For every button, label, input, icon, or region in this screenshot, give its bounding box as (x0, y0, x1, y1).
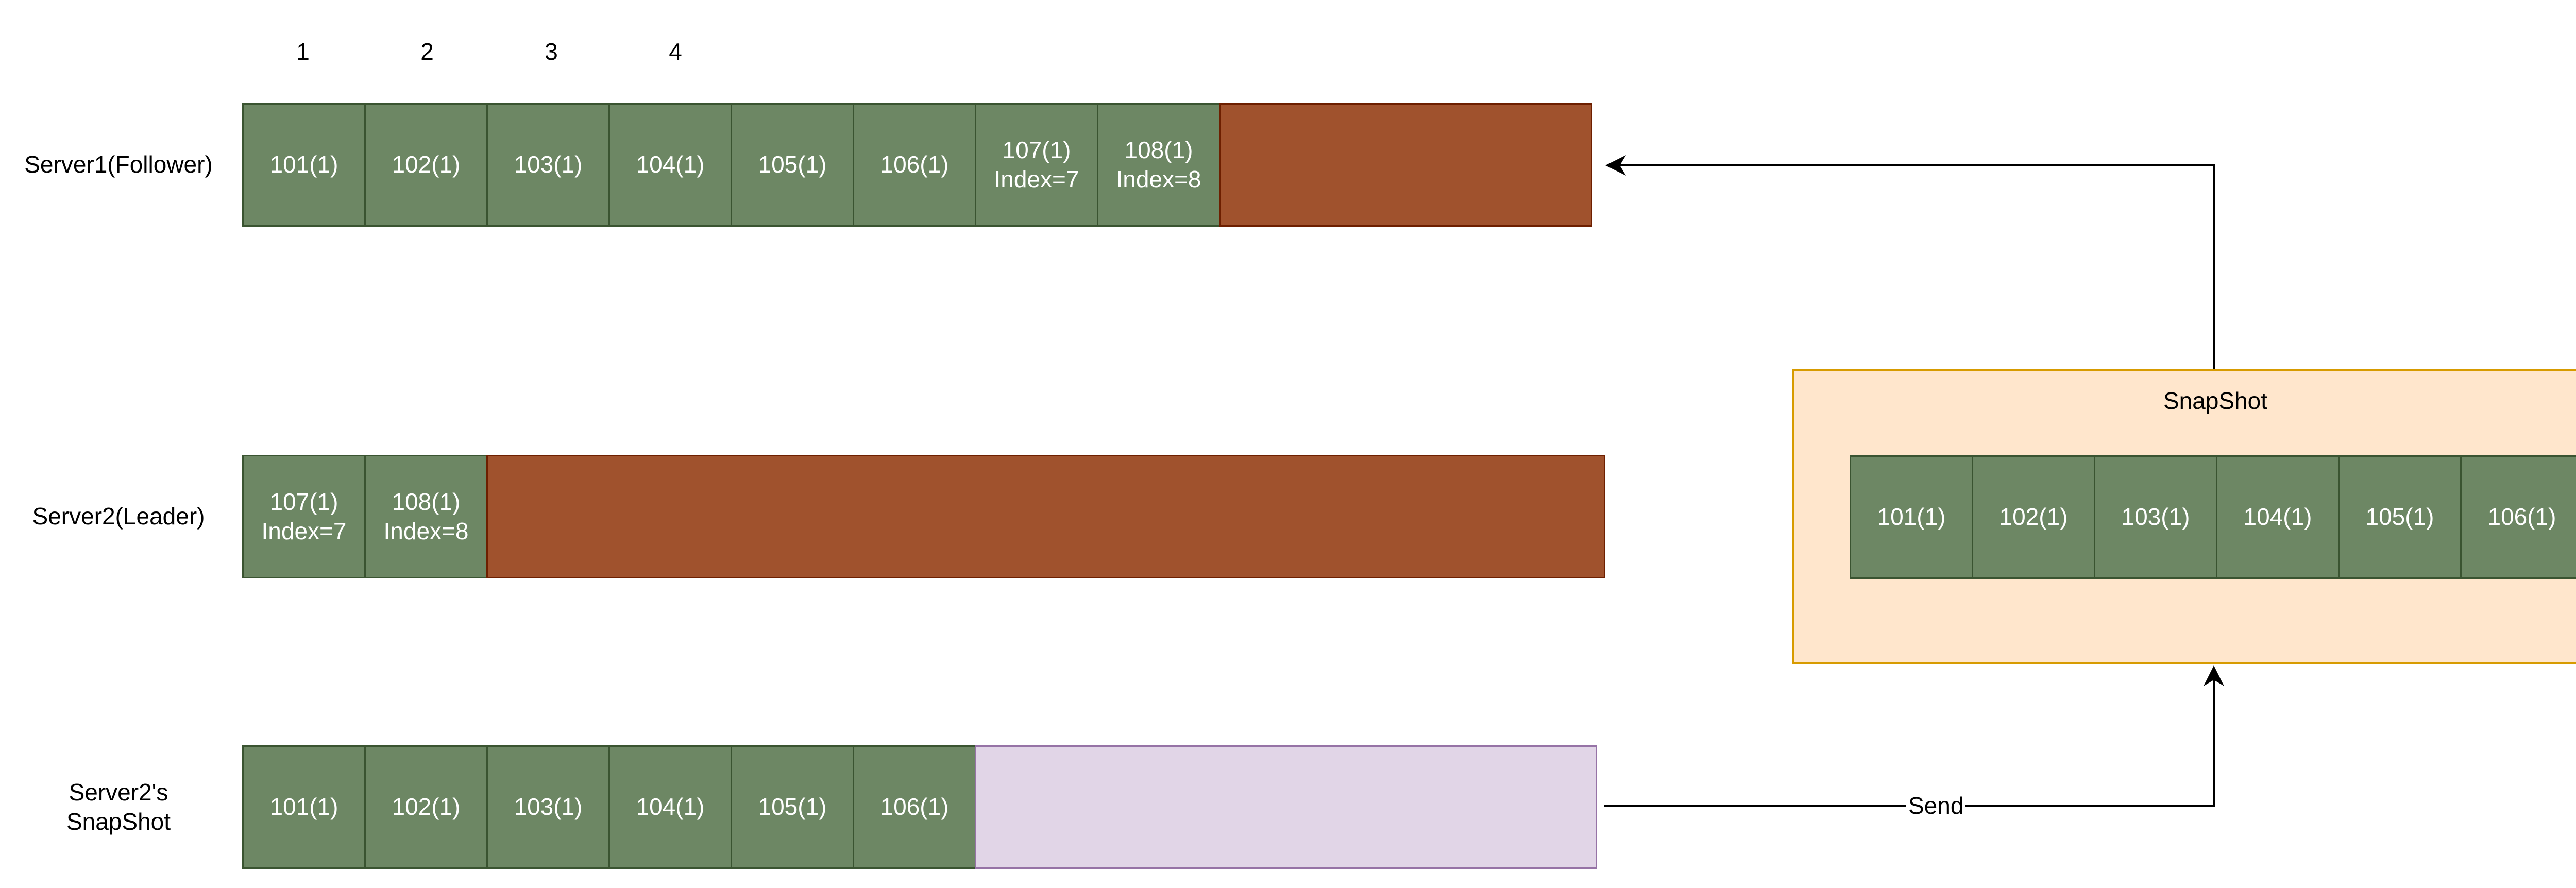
log-entry: 102(1) (364, 745, 488, 869)
label-line: Server2's (69, 778, 168, 806)
log-entry: 105(1) (731, 103, 854, 227)
server1-label: Server1(Follower) (24, 151, 213, 178)
log-entry: 103(1) (486, 103, 610, 227)
log-entry: 108(1) Index=8 (364, 455, 488, 578)
entry-term: 106(1) (880, 151, 949, 178)
server2-label: Server2(Leader) (32, 503, 205, 530)
entry-term: 103(1) (514, 793, 583, 821)
entry-term: 107(1) (1002, 136, 1071, 163)
send-label: Send (1906, 791, 1966, 820)
entry-term: 105(1) (758, 793, 827, 821)
entry-term: 108(1) (392, 488, 461, 515)
entry-term: 108(1) (1124, 136, 1193, 163)
snapshot-box: SnapShot 101(1) 102(1) 103(1) 104(1) 105… (1792, 369, 2576, 664)
log-entry: 108(1) Index=8 (1097, 103, 1221, 227)
entry-term: 101(1) (269, 793, 338, 821)
server2-snapshot-log: 101(1) 102(1) 103(1) 104(1) 105(1) 106(1… (242, 745, 1597, 869)
snapshot-title: SnapShot (2163, 387, 2268, 414)
entry-index: Index=7 (994, 166, 1079, 193)
column-index-3: 3 (545, 38, 558, 65)
empty-log-space (1219, 103, 1592, 227)
log-entry: 102(1) (364, 103, 488, 227)
entry-index: Index=8 (383, 518, 469, 544)
entry-term: 107(1) (269, 488, 338, 515)
entry-term: 104(1) (636, 151, 705, 178)
server2-log: 107(1) Index=7 108(1) Index=8 (242, 455, 1605, 578)
log-entry: 107(1) Index=7 (975, 103, 1098, 227)
entry-term: 102(1) (392, 793, 461, 821)
log-entry: 102(1) (1972, 455, 2095, 579)
log-entry: 106(1) (853, 745, 976, 869)
server1-log: 101(1) 102(1) 103(1) 104(1) 105(1) 106(1… (242, 103, 1592, 227)
entry-term: 101(1) (269, 151, 338, 178)
column-index-4: 4 (669, 38, 682, 65)
log-entry: 103(1) (2094, 455, 2217, 579)
send-connector (1604, 665, 2224, 807)
entry-term: 104(1) (636, 793, 705, 821)
log-entry: 105(1) (2338, 455, 2462, 579)
snapshot-empty-space (975, 745, 1597, 869)
log-entry: 101(1) (1850, 455, 1973, 579)
entry-index: Index=7 (261, 518, 347, 544)
entry-term: 106(1) (880, 793, 949, 821)
install-snapshot-connector (1605, 155, 2215, 369)
log-entry: 104(1) (608, 103, 732, 227)
log-entry: 105(1) (731, 745, 854, 869)
log-entry: 104(1) (2216, 455, 2340, 579)
entry-index: Index=8 (1116, 166, 1201, 193)
entry-term: 102(1) (392, 151, 461, 178)
column-index-1: 1 (296, 38, 310, 65)
log-entry: 106(1) (853, 103, 976, 227)
log-entry: 103(1) (486, 745, 610, 869)
label-line: SnapShot (66, 808, 171, 835)
column-index-2: 2 (420, 38, 434, 65)
server2-snapshot-label: Server2's SnapShot (0, 745, 237, 869)
entry-term: 103(1) (514, 151, 583, 178)
log-entry: 106(1) (2460, 455, 2576, 579)
empty-log-space (486, 455, 1605, 578)
log-entry: 101(1) (242, 103, 366, 227)
log-entry: 107(1) Index=7 (242, 455, 366, 578)
log-entry: 101(1) (242, 745, 366, 869)
snapshot-entries: 101(1) 102(1) 103(1) 104(1) 105(1) 106(1… (1850, 455, 2576, 579)
entry-term: 105(1) (758, 151, 827, 178)
